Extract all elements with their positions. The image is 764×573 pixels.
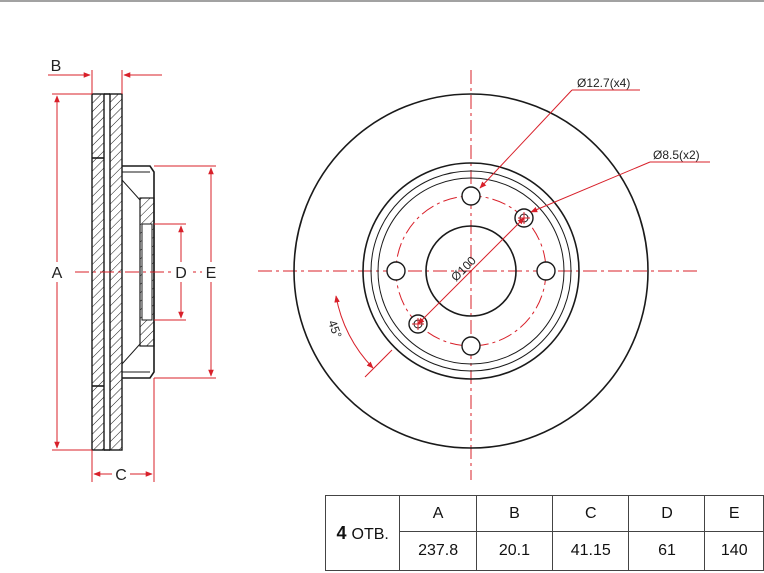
small-hole-leader — [530, 161, 651, 213]
header-c: C — [552, 495, 630, 532]
side-section-view: A B C D E — [48, 58, 220, 484]
header-a: A — [399, 495, 477, 532]
value-a: 237.8 — [399, 531, 477, 571]
angle-45-callout: 45° — [325, 318, 344, 340]
dimension-b-label: B — [51, 58, 62, 75]
value-c: 41.15 — [552, 531, 630, 571]
front-view: Ø12.7(x4) Ø8.5(x2) Ø100 45° — [258, 70, 710, 480]
pcd-callout: Ø100 — [448, 253, 479, 284]
value-b: 20.1 — [475, 531, 554, 571]
dimension-a-label: A — [52, 265, 63, 282]
spec-table: 4 ОТВ. A B C D E 237.8 20.1 41.15 61 140 — [324, 495, 764, 571]
header-e: E — [704, 495, 764, 532]
pcd-dimension-line — [417, 217, 525, 325]
dimension-e-label: E — [206, 265, 217, 282]
large-hole-callout: Ø12.7(x4) — [577, 76, 630, 90]
angle-45-arc — [334, 295, 374, 369]
hub-step-edge — [377, 177, 565, 365]
value-e: 140 — [704, 531, 764, 571]
large-hole-bottom — [461, 336, 481, 356]
large-hole-left — [386, 261, 406, 281]
holes-count-cell: 4 ОТВ. — [324, 495, 401, 571]
large-hole-leader — [479, 89, 573, 189]
small-hole-callout: Ø8.5(x2) — [653, 148, 700, 162]
large-hole-top — [461, 186, 481, 206]
large-holes — [386, 186, 556, 356]
dimension-d-label: D — [175, 265, 187, 282]
header-b: B — [475, 495, 554, 532]
large-hole-right — [536, 261, 556, 281]
disc-outer-edge — [293, 93, 649, 449]
value-d: 61 — [628, 531, 706, 571]
holes-suffix: ОТВ. — [351, 525, 389, 543]
hat-outer-edge — [362, 162, 580, 380]
holes-count: 4 — [336, 522, 347, 543]
hat-inner-edge — [370, 170, 572, 372]
dimension-c-label: C — [115, 467, 127, 484]
header-d: D — [628, 495, 706, 532]
